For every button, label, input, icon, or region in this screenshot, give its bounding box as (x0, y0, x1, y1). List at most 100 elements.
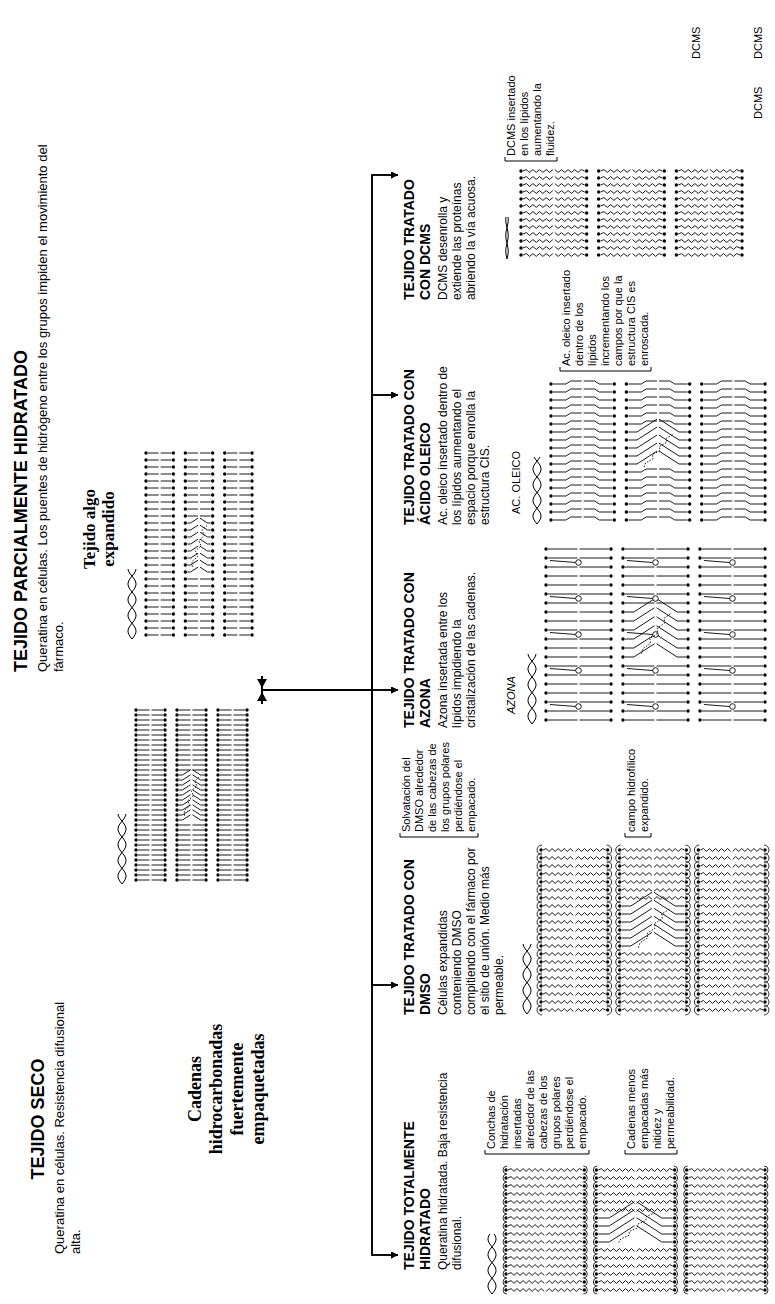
lipid-tail (234, 765, 246, 766)
lipid-tail (580, 702, 610, 703)
lipid-tail (689, 1249, 725, 1252)
lipid-tail (625, 635, 655, 648)
lipid-tail (543, 865, 573, 868)
lipid-tail (733, 1009, 763, 1012)
lipid-tail (161, 523, 172, 524)
lipid-head (519, 211, 522, 214)
lipid-tail (584, 421, 613, 424)
lipid-head (697, 880, 700, 883)
lipid-tail (239, 565, 250, 566)
lipid-head (688, 382, 691, 385)
lipid-tail (704, 453, 733, 456)
lipid-tail (523, 198, 553, 201)
azona-tail (550, 597, 576, 599)
lipid-head (144, 528, 147, 531)
lipid-head (211, 500, 214, 503)
lipid-tail (548, 648, 578, 649)
lipid-tail (689, 1209, 725, 1212)
lipid-head (245, 748, 248, 751)
lipid-tail (227, 530, 238, 531)
lipid-head (621, 637, 624, 640)
lipid-head (618, 1000, 621, 1003)
lipid-head (204, 873, 207, 876)
lipid-tail (187, 481, 198, 482)
lipid-tail (625, 720, 655, 721)
lipid-tail (710, 205, 740, 208)
lipid-head (685, 888, 688, 891)
lipid-head (618, 856, 621, 859)
lipid-head (585, 246, 588, 249)
lipid-tail (220, 725, 232, 726)
treatment-group: TEJIDO TRATADO CON ÁCIDO OLEICOAc. oleic… (398, 354, 496, 529)
lipid-head (686, 592, 689, 595)
lipid-head (597, 225, 600, 228)
lipid-head (613, 438, 616, 441)
lipid-head (134, 823, 137, 826)
lipid-head (700, 478, 703, 481)
lipid-tail (508, 1209, 544, 1212)
lipid-tail (239, 523, 250, 524)
lipid-tail (601, 233, 631, 236)
lipid-tail (543, 889, 573, 892)
lipid-tail (161, 509, 172, 510)
section-description: Queratina hidratada. Baja resistencia di… (436, 1043, 464, 1270)
lipid-head (134, 853, 137, 856)
lipid-head (583, 1192, 586, 1195)
lipid-head (618, 944, 621, 947)
lipid-tail (152, 775, 164, 776)
lipid-head (175, 823, 178, 826)
lipid-tail (637, 1209, 673, 1212)
lipid-tail (704, 437, 733, 440)
lipid-head (175, 733, 178, 736)
lipid-head (204, 863, 207, 866)
lipid-head (175, 863, 178, 866)
lipid-head (697, 848, 700, 851)
lipid-head (621, 700, 624, 703)
lipid-tail (523, 184, 553, 187)
flow-connector (262, 395, 398, 690)
lipid-head (697, 952, 700, 955)
lipid-tail (704, 413, 733, 416)
lipid-head (134, 778, 137, 781)
lipid-tail (584, 405, 613, 408)
hydration-shell (616, 845, 621, 1015)
lipid-head (698, 583, 701, 586)
lipid-tail (657, 617, 687, 630)
lipid-head (216, 868, 219, 871)
lipid-head (688, 422, 691, 425)
lipid-tail (239, 579, 250, 580)
lipid-head (134, 708, 137, 711)
lipid-tail (543, 977, 573, 980)
flow-connector (262, 690, 398, 985)
lipid-tail (584, 509, 613, 512)
lipid-tail (598, 1289, 634, 1292)
lipid-head (184, 514, 187, 517)
lipid-head (688, 430, 691, 433)
lipid-head (134, 793, 137, 796)
lipid-tail (598, 1257, 634, 1260)
lipid-head (763, 952, 766, 955)
keratin-helix (528, 654, 536, 724)
lipid-tail (628, 469, 657, 472)
lipid-head (618, 928, 621, 931)
lipid-head (519, 232, 522, 235)
lipid-tail (628, 509, 657, 512)
lipid-head (625, 390, 628, 393)
lipid-tail (734, 421, 763, 424)
lipid-tail (628, 421, 657, 424)
lipid-head (519, 239, 522, 242)
lipid-tail (161, 460, 172, 461)
lipid-tail (200, 635, 211, 636)
lipid-tail (220, 835, 232, 836)
lipid-head (763, 691, 766, 694)
lipid-tail (187, 579, 198, 580)
lipid-head (134, 763, 137, 766)
lipid-head (595, 1176, 598, 1179)
lipid-head (172, 451, 175, 454)
lipid-head (184, 493, 187, 496)
lipid-tail (220, 850, 232, 851)
lipid-head (597, 246, 600, 249)
lipid-head (663, 169, 666, 172)
lipid-tail (152, 855, 164, 856)
lipid-tail (508, 1193, 544, 1196)
